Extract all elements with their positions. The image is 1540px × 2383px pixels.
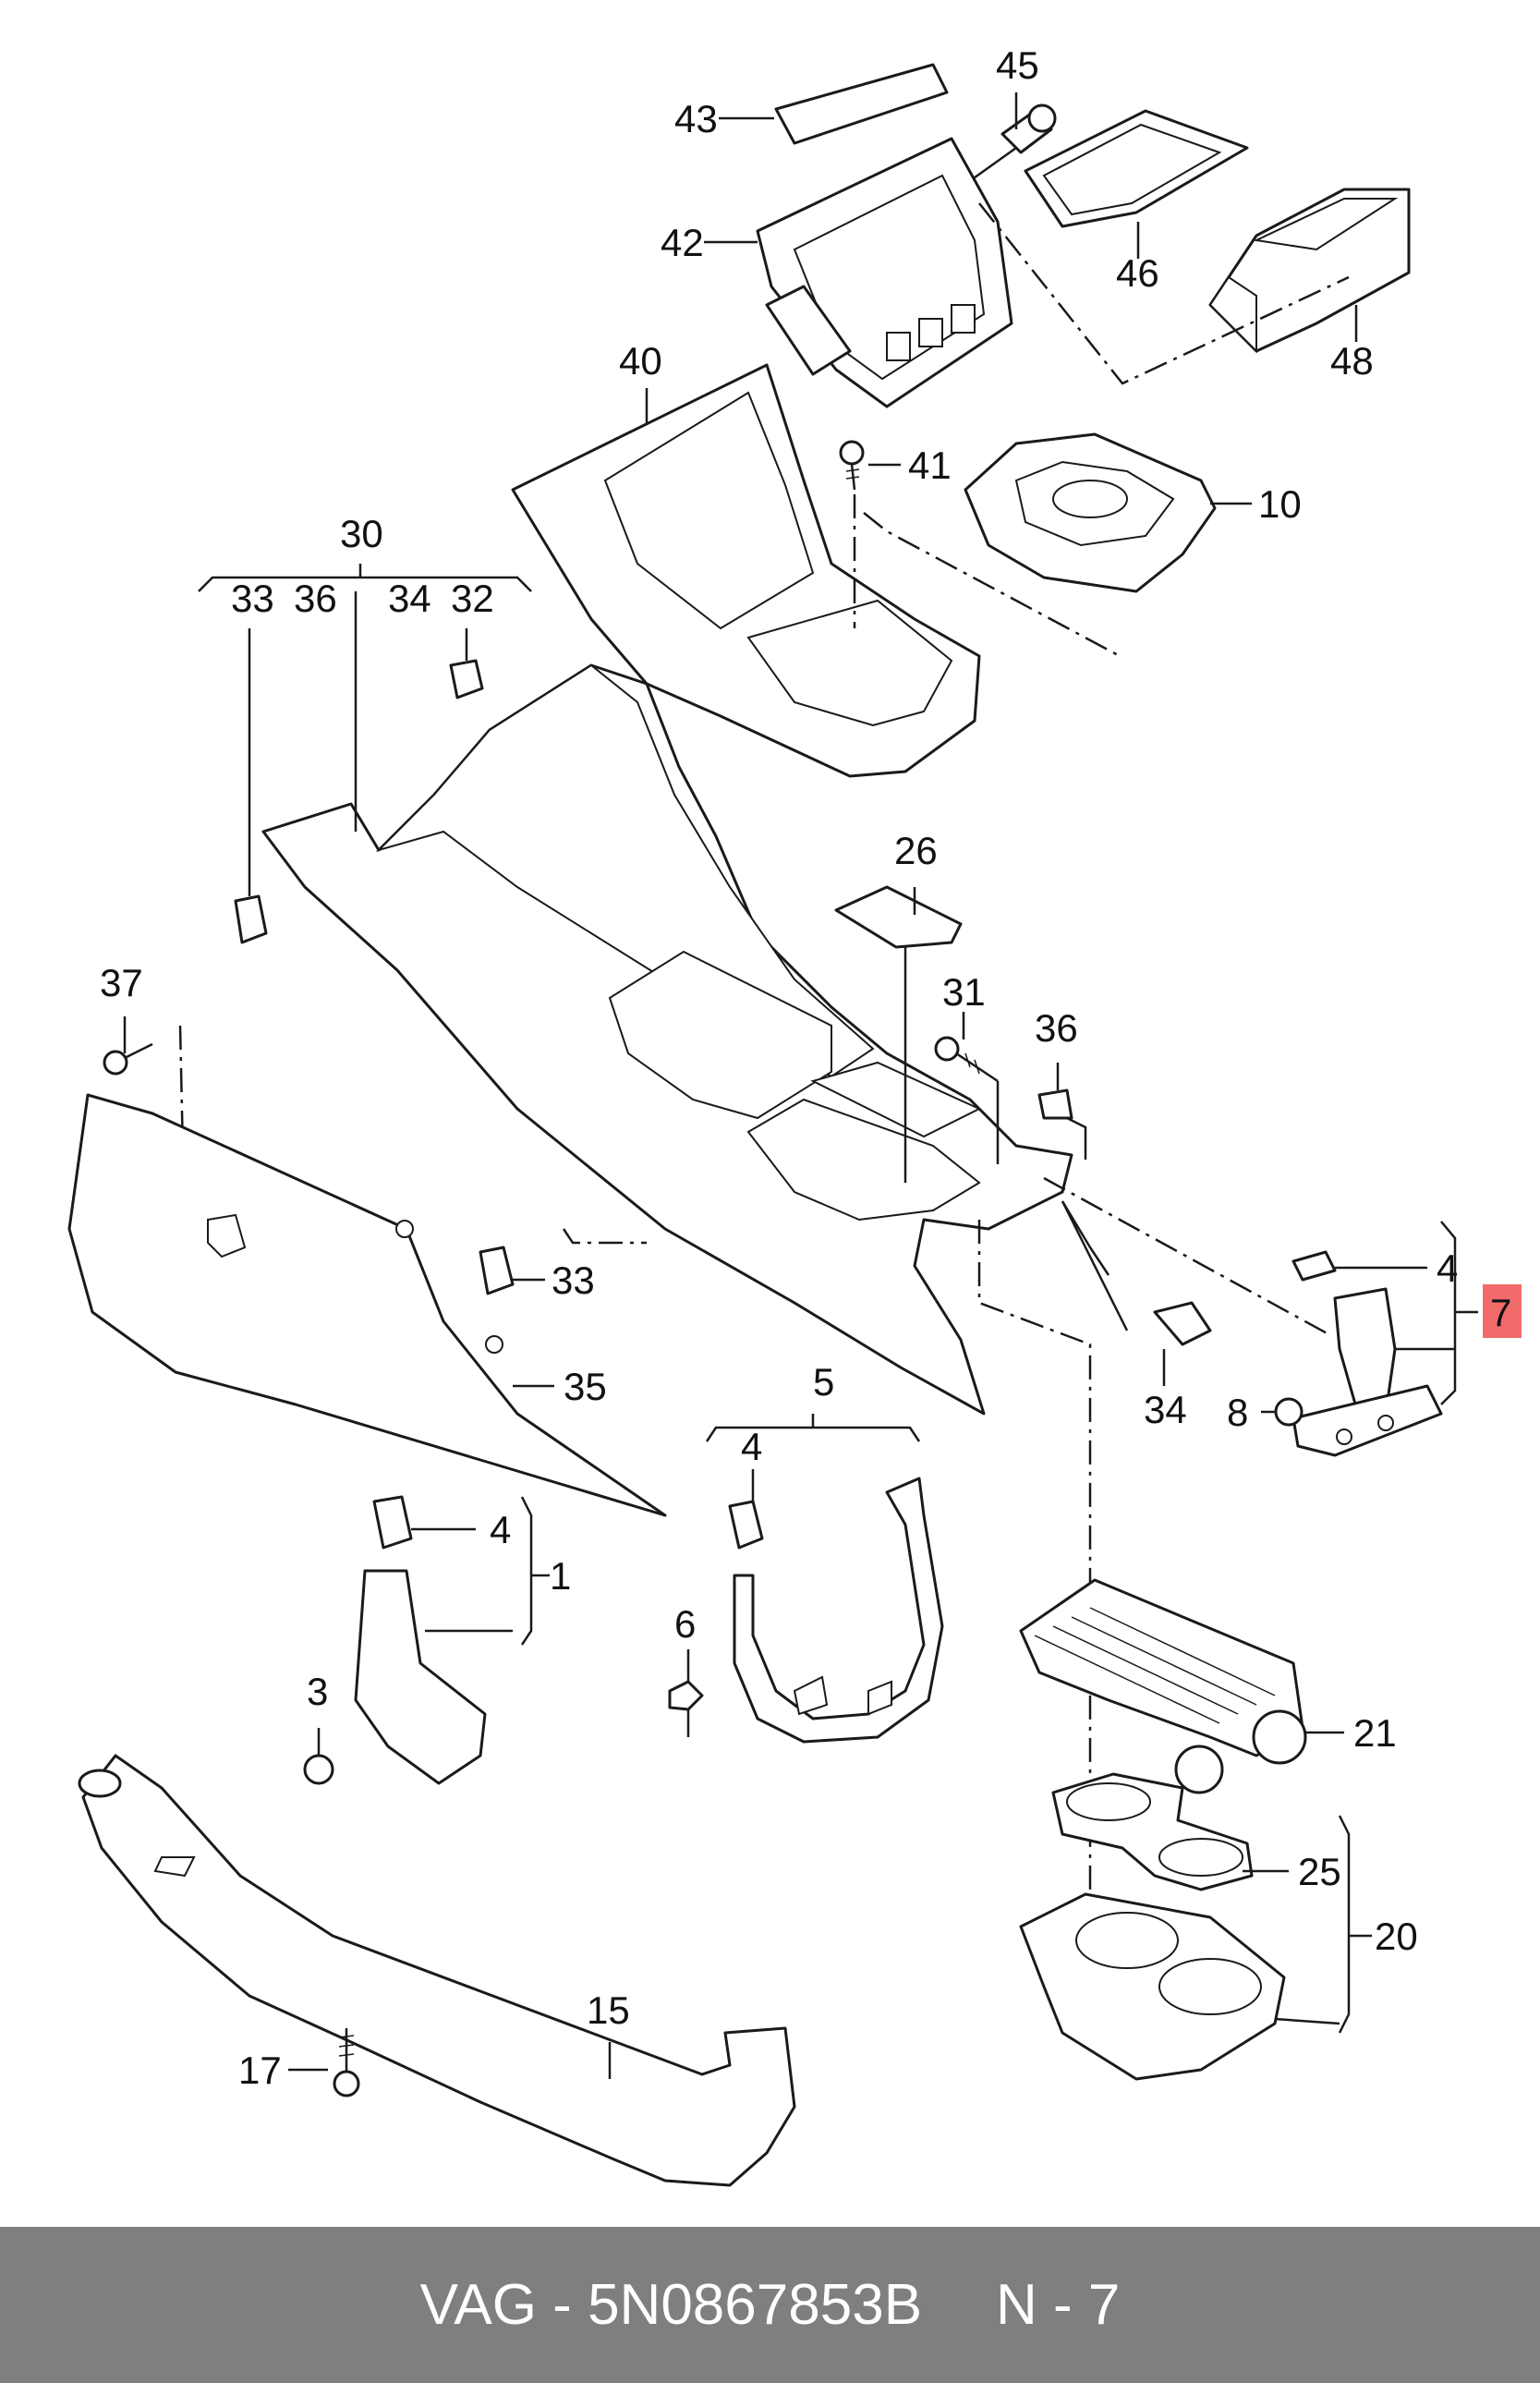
callout-8: 8 — [1227, 1391, 1248, 1434]
callout-36-top: 36 — [294, 577, 337, 620]
callout-33-top: 33 — [231, 577, 274, 620]
callout-32: 32 — [451, 577, 494, 620]
callout-4-mid: 4 — [741, 1425, 762, 1468]
part-43-cover — [774, 63, 949, 145]
part-46-tray-lid — [1024, 109, 1249, 228]
part-34-bracket — [1061, 1200, 1212, 1346]
callout-17: 17 — [238, 2049, 282, 2092]
callout-30: 30 — [340, 512, 383, 555]
part-number-footer: VAG - 5N0867853B N - 7 — [0, 2227, 1540, 2383]
part-32-clip — [449, 628, 484, 699]
part-36-clip — [1037, 1088, 1087, 1160]
exploded-view-svg: 43 45 42 46 48 40 41 10 30 33 36 34 32 2… — [67, 43, 1522, 2187]
callout-37: 37 — [100, 961, 143, 1004]
part-35-side-trim — [67, 1093, 667, 1517]
part-21-armrest — [1019, 1578, 1344, 1794]
callout-4-left: 4 — [490, 1508, 511, 1551]
callout-41: 41 — [908, 444, 952, 487]
callout-6: 6 — [674, 1602, 696, 1646]
part-42-switch-frame — [756, 137, 1013, 408]
brand-label: VAG — [419, 2273, 537, 2337]
diagram-reference: N - 7 — [996, 2273, 1121, 2337]
part-10-gear-boot — [964, 432, 1217, 593]
part-26-pad — [834, 885, 963, 1183]
highlighted-part-7[interactable]: 7 — [1483, 1284, 1522, 1338]
callout-1: 1 — [550, 1554, 571, 1598]
part-33-clip-upper — [234, 894, 268, 944]
callout-34-top: 34 — [388, 577, 431, 620]
callout-33-mid: 33 — [552, 1258, 595, 1302]
part-1-bracket-assembly — [303, 1495, 550, 1785]
part-30-console-body — [261, 663, 1073, 1416]
callout-25: 25 — [1298, 1850, 1341, 1893]
callout-3: 3 — [307, 1670, 328, 1713]
callout-36-right: 36 — [1035, 1006, 1078, 1050]
callout-20: 20 — [1375, 1915, 1418, 1958]
callout-7: 7 — [1490, 1291, 1511, 1334]
callout-10: 10 — [1258, 482, 1302, 526]
part-15-lower-duct — [78, 1754, 796, 2187]
callout-5: 5 — [813, 1360, 834, 1404]
callout-31: 31 — [942, 970, 986, 1014]
callout-43: 43 — [674, 97, 718, 140]
callout-4-right: 4 — [1437, 1246, 1458, 1290]
callout-42: 42 — [661, 221, 704, 264]
part-45-socket — [951, 103, 1057, 196]
part-48-storage-bin — [1208, 188, 1411, 354]
callout-45: 45 — [996, 43, 1039, 87]
part-number: 5N0867853B — [588, 2273, 923, 2337]
callout-21: 21 — [1353, 1711, 1397, 1755]
callout-40: 40 — [619, 339, 662, 383]
part-40-upper-trim — [511, 363, 981, 778]
parts-diagram: 43 45 42 46 48 40 41 10 30 33 36 34 32 2… — [67, 43, 1522, 2187]
callout-35: 35 — [564, 1365, 607, 1408]
part-20-cup-holder — [1019, 1772, 1372, 2081]
callout-48: 48 — [1330, 339, 1374, 383]
part-31-screw — [934, 1036, 1000, 1164]
part-41-screw — [839, 440, 865, 628]
part-7-bracket-assembly — [1274, 1221, 1478, 1457]
callout-26: 26 — [894, 829, 938, 872]
highlight-box — [1483, 1284, 1522, 1338]
separator: - — [552, 2273, 572, 2337]
part-33-clip-lower — [479, 1246, 545, 1295]
callout-34-right: 34 — [1144, 1388, 1187, 1431]
part-17-screw — [333, 2028, 360, 2097]
callout-15: 15 — [587, 1988, 630, 2032]
callout-46: 46 — [1116, 251, 1159, 295]
part-5-bracket-assembly — [668, 1414, 944, 1744]
